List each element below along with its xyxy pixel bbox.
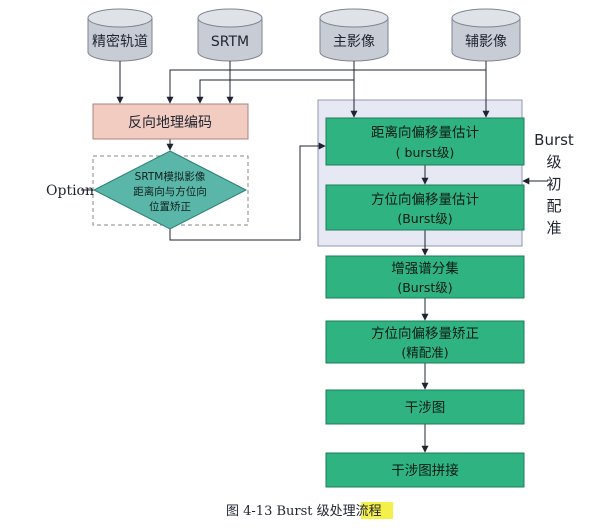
esd-line2: (Burst级) xyxy=(397,280,452,295)
interferogram-box: 干涉图 xyxy=(325,389,525,425)
srtm-simulation-diamond: SRTM模拟影像 距离向与方位向 位置矫正 xyxy=(92,150,248,230)
burst-label-char-2: 初 xyxy=(546,175,561,193)
interferogram-label: 干涉图 xyxy=(405,400,446,416)
range-offset-line2: ( burst级) xyxy=(396,145,455,160)
mosaic-label: 干涉图拼接 xyxy=(391,462,459,479)
azimuth-offset-line2: (Burst级) xyxy=(397,211,452,226)
figure-caption: 图 4-13 Burst 级处理流程 xyxy=(226,504,382,519)
caption-highlight xyxy=(361,502,393,519)
master-label: 主影像 xyxy=(333,34,375,50)
mosaic-box: 干涉图拼接 xyxy=(325,452,525,488)
azimuth-correction-box: 方位向偏移量矫正 (精配准) xyxy=(325,320,525,364)
esd-box: 增强谱分集 (Burst级) xyxy=(325,255,525,299)
simulation-line1: SRTM模拟影像 xyxy=(135,170,206,183)
srtm-label: SRTM xyxy=(211,34,249,50)
cylinder-slave: 辅影像 xyxy=(451,8,521,62)
caption-highlight-text: 流程 xyxy=(356,504,382,519)
azimuth-offset-line1: 方位向偏移量估计 xyxy=(371,192,479,208)
caption-prefix: 图 4-13 Burst 级处理 xyxy=(226,504,356,519)
azimuth-offset-box: 方位向偏移量估计 (Burst级) xyxy=(325,184,525,231)
cylinder-srtm: SRTM xyxy=(197,8,263,62)
simulation-line3: 位置矫正 xyxy=(149,200,191,213)
range-offset-line1: 距离向偏移量估计 xyxy=(371,124,479,141)
burst-group-label: Burst 级 初 配 准 xyxy=(534,131,574,237)
orbit-label: 精密轨道 xyxy=(92,33,148,50)
cylinder-master: 主影像 xyxy=(319,8,389,62)
cylinder-orbit: 精密轨道 xyxy=(87,8,153,62)
range-offset-box: 距离向偏移量估计 ( burst级) xyxy=(325,117,525,166)
burst-label-char-4: 准 xyxy=(546,219,561,237)
burst-label-char-0: Burst xyxy=(534,131,574,149)
burst-label-char-1: 级 xyxy=(546,153,561,171)
azimuth-correction-line1: 方位向偏移量矫正 xyxy=(371,326,479,342)
esd-line1: 增强谱分集 xyxy=(391,261,459,277)
reverse-geocoding-box: 反向地理编码 xyxy=(92,103,249,140)
option-label: Option xyxy=(46,183,94,199)
reverse-geocoding-label: 反向地理编码 xyxy=(128,115,212,131)
slave-label: 辅影像 xyxy=(465,34,507,50)
simulation-line2: 距离向与方位向 xyxy=(133,185,207,198)
burst-label-char-3: 配 xyxy=(546,197,561,215)
connectors xyxy=(116,61,548,453)
azimuth-correction-line2: (精配准) xyxy=(401,345,448,360)
